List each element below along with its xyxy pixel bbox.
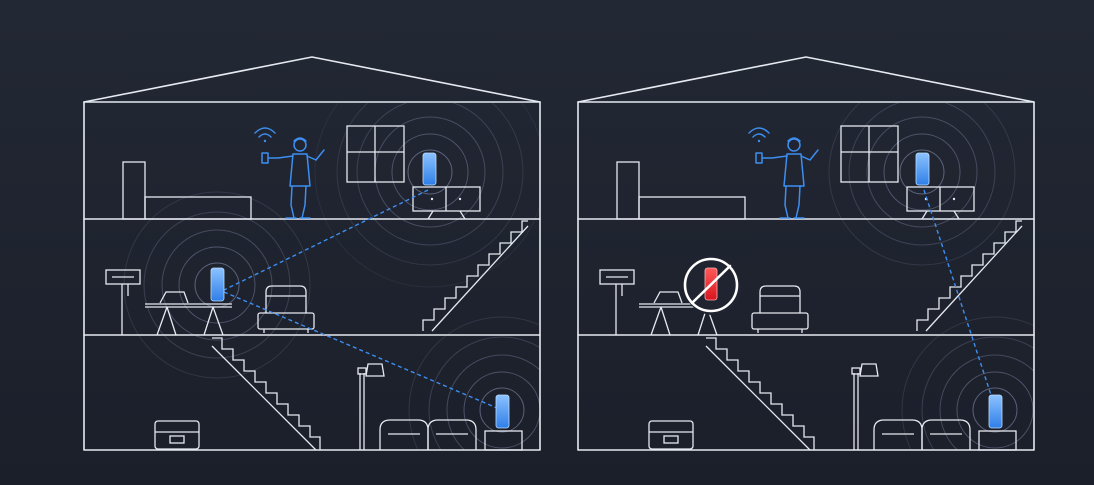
- mesh-node-icon: [495, 394, 510, 429]
- mesh-node-icon: [422, 152, 437, 186]
- ripple-upper-left: [314, 103, 540, 288]
- wifi-coverage-left: [123, 103, 540, 450]
- mesh-node-icon: [210, 267, 225, 302]
- failed-node: [683, 257, 742, 315]
- signal-link-upper-middle: [223, 189, 429, 291]
- ripple-middle-left: [123, 191, 311, 379]
- mesh-node-icon: [988, 394, 1003, 429]
- house-right: [577, 56, 1035, 451]
- blocked-icon: [683, 257, 739, 313]
- ripple-basement-left: [408, 316, 540, 450]
- house-left: [83, 56, 541, 451]
- signal-link-upper-basement: [923, 189, 993, 399]
- wifi-coverage-right: [828, 103, 1034, 450]
- ripple-basement-right: [901, 316, 1034, 450]
- ripple-upper-right: [828, 103, 1016, 266]
- mesh-node-icon: [915, 152, 930, 186]
- signal-link-middle-basement: [223, 291, 498, 409]
